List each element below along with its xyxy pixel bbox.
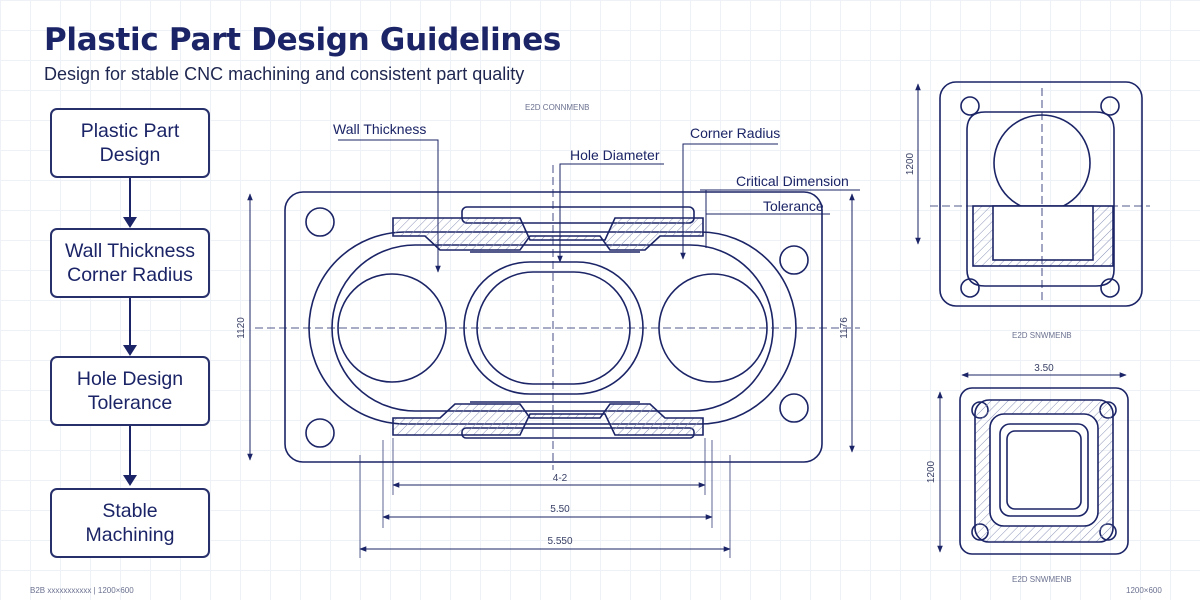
dim-label-mid-width: 5.50	[550, 504, 570, 515]
dim-label-left-height: 1120	[236, 317, 247, 339]
dim-label-bottom-view-width: 3.50	[1034, 363, 1054, 374]
view-label-main: E2D CONNMENB	[525, 103, 589, 112]
bottom-view-pocket	[999, 423, 1089, 517]
mounting-hole-top-right	[779, 245, 809, 275]
view-label-top-view: E2D SNWMENB	[1012, 331, 1072, 340]
dim-label-bottom-view-height: 1200	[926, 460, 937, 483]
bottom-view-pocket-inner	[1006, 430, 1082, 510]
flow-arrow-head	[123, 345, 137, 356]
leader-wall-thickness	[338, 139, 441, 273]
flow-step-hole-design: Hole Design Tolerance	[50, 356, 210, 426]
flow-arrow-line	[129, 426, 131, 476]
callout-tolerance: Tolerance	[763, 198, 824, 214]
leader-corner-radius	[680, 143, 778, 260]
section-hatch-top	[392, 217, 704, 251]
callout-critical-dimension: Critical Dimension	[736, 173, 849, 189]
mounting-hole-top-left	[305, 207, 335, 237]
top-view-body	[966, 111, 1115, 287]
left-bore	[337, 273, 447, 383]
center-slot	[463, 261, 644, 395]
flow-arrow-head	[123, 217, 137, 228]
dim-label-top-view-height: 1200	[905, 152, 916, 175]
callout-wall-thickness: Wall Thickness	[333, 121, 426, 137]
footer-right: 1200×600	[1126, 586, 1162, 595]
callout-corner-radius: Corner Radius	[690, 125, 780, 141]
bottom-view-outline	[959, 387, 1129, 555]
dim-label-inner-width: 4-2	[553, 473, 568, 484]
flow-arrow-line	[129, 178, 131, 218]
top-view-hole	[960, 96, 980, 116]
dim-label-right-height: 1176	[839, 317, 850, 339]
flow-arrow-line	[129, 298, 131, 346]
mounting-hole-bottom-left	[305, 418, 335, 448]
flow-step-stable-machining: Stable Machining	[50, 488, 210, 558]
flow-step-wall-thickness: Wall Thickness Corner Radius	[50, 228, 210, 298]
page-title: Plastic Part Design Guidelines	[44, 22, 562, 58]
top-view-outline	[939, 81, 1143, 307]
top-view-hole	[1100, 96, 1120, 116]
top-view-section-inner	[992, 205, 1094, 261]
flow-arrow-head	[123, 475, 137, 486]
leader-hole-diameter	[557, 163, 664, 263]
main-plate-outline	[284, 191, 823, 463]
section-hatch-bottom	[392, 403, 704, 436]
top-view-hole	[1100, 278, 1120, 298]
page-subtitle: Design for stable CNC machining and cons…	[44, 64, 525, 84]
center-slot-inner	[476, 271, 631, 385]
raised-boss-top	[461, 206, 695, 224]
footer-left: B2B xxxxxxxxxxx | 1200×600	[30, 586, 134, 595]
mounting-hole-bottom-right	[779, 393, 809, 423]
inner-stadium	[331, 244, 774, 412]
bottom-view-body	[989, 413, 1099, 527]
view-label-bottom-view: E2D SNWMENB	[1012, 575, 1072, 584]
callout-hole-diameter: Hole Diameter	[570, 147, 660, 163]
flow-step-plastic-part-design: Plastic Part Design	[50, 108, 210, 178]
dim-label-overall-width: 5.550	[547, 536, 572, 547]
